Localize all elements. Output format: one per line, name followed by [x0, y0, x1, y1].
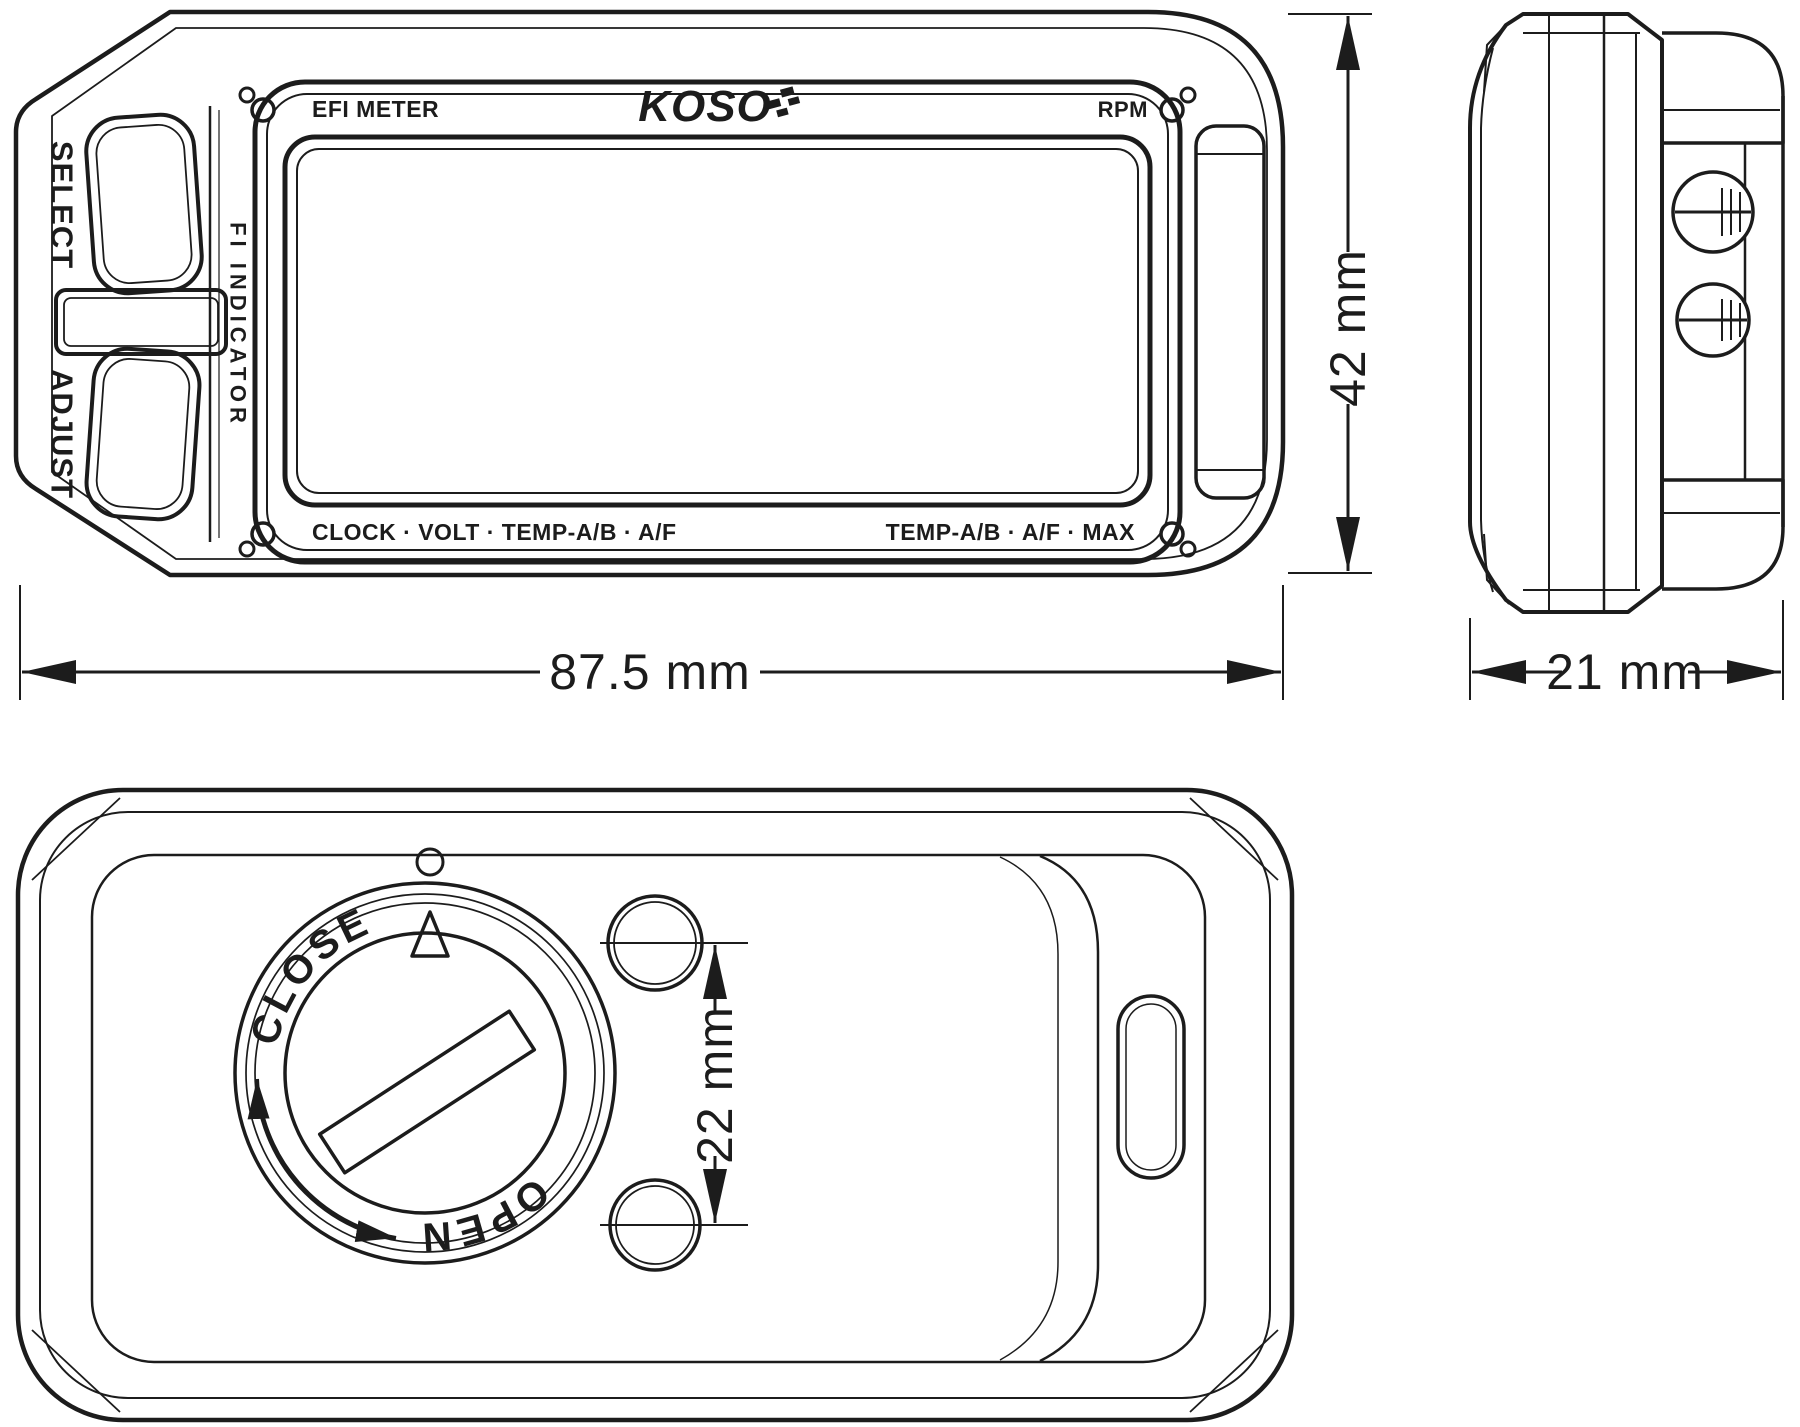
side-body-contours [1480, 15, 1640, 612]
lcd-window-inner [296, 148, 1139, 494]
side-view [1468, 12, 1785, 614]
display-bezel [252, 79, 1183, 565]
open-label-text: OPEN [417, 1169, 553, 1259]
dim-hole-leader-lines [600, 942, 748, 1226]
side-strip [208, 106, 220, 542]
rotate-direction-arrow [247, 1078, 397, 1242]
triangle-marker [410, 910, 450, 958]
select-button [84, 112, 204, 296]
alignment-dot [415, 847, 445, 877]
koso-logo-mark [766, 86, 801, 118]
footer-right-label: TEMP-A/B · A/F · MAX [886, 519, 1136, 545]
back-face-outline [90, 853, 1207, 1364]
bracket-spine [1743, 96, 1785, 527]
koso-logo: KOSO [638, 82, 772, 131]
battery-cap-ring-outer [233, 881, 617, 1265]
side-body-outline [1468, 12, 1664, 614]
screw-top [1671, 170, 1755, 254]
battery-cap: CLOSE OPEN [233, 881, 617, 1265]
back-body-contour [39, 811, 1271, 1399]
coin-slot [317, 1009, 537, 1175]
mount-slot [1116, 994, 1186, 1180]
screw-bottom [1675, 282, 1751, 358]
dim-height: 42 mm [1288, 13, 1376, 574]
open-label: OPEN [417, 1169, 557, 1259]
dim-width-extension-lines [19, 585, 1284, 700]
width-dim-label: 87.5 mm [549, 644, 751, 700]
bracket-seam [999, 854, 1100, 1363]
display-bezel-inner [266, 93, 1169, 551]
bracket-bottom-block [1662, 478, 1785, 591]
dim-height-extension-lines [1288, 13, 1372, 574]
dim-depth-extension-lines [1469, 600, 1784, 700]
front-body-contour [51, 27, 1268, 560]
back-view: CLOSE OPEN 22 mm [15, 787, 1295, 1423]
battery-cap-face [283, 931, 567, 1215]
select-label: SELECT [45, 141, 80, 269]
adjust-label: ADJUST [45, 369, 80, 499]
adjust-button [84, 346, 202, 522]
corner-chamfers [31, 797, 1279, 1413]
height-dim-label: 42 mm [1320, 249, 1376, 407]
back-body-outline [15, 787, 1295, 1423]
dim-hole-spacing: 22 mm [600, 942, 748, 1226]
front-view: SELECT ADJUST FI INDICATOR EFI METER KOS… [13, 9, 1286, 578]
depth-dim-label: 21 mm [1546, 644, 1704, 700]
dim-width: 87.5 mm [19, 585, 1284, 700]
mount-tab [1194, 124, 1266, 500]
boot-corner-details [238, 86, 1197, 558]
side-strip-label: FI INDICATOR [226, 222, 251, 428]
footer-left-label: CLOCK · VOLT · TEMP-A/B · A/F [312, 519, 677, 545]
bracket-top-block [1662, 31, 1785, 145]
efi-meter-label: EFI METER [312, 96, 439, 122]
lcd-window [282, 134, 1153, 508]
dim-depth: 21 mm [1469, 600, 1784, 700]
hole-spacing-dim-label: 22 mm [687, 1006, 743, 1164]
front-body-outline [13, 9, 1286, 578]
rpm-label: RPM [1098, 97, 1148, 122]
middle-button-bar [54, 288, 228, 356]
